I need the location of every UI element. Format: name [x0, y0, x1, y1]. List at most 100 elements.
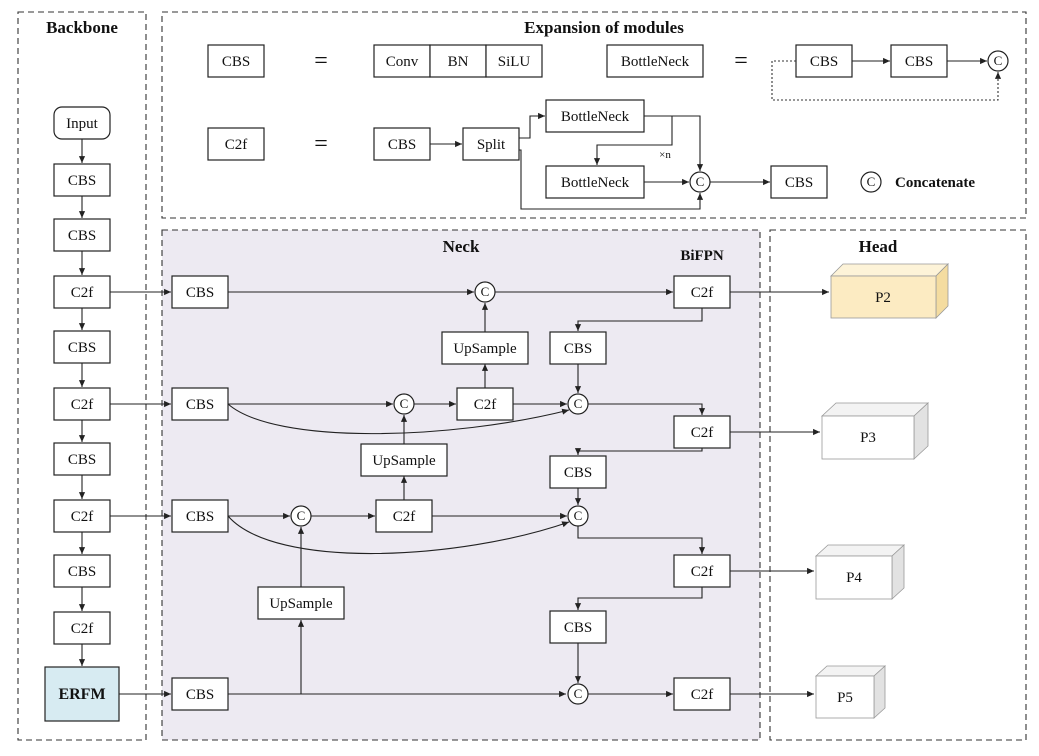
exp-bn-shortcut-dotted [771, 60, 1002, 101]
neck-concat-c5-glyph: C [574, 508, 583, 523]
bb-c2f-4-box [53, 611, 111, 645]
neck-cbs-r1-box [549, 331, 607, 365]
backbone-frame [17, 11, 147, 741]
bb-cbs-2-label: CBS [68, 228, 96, 244]
expansion-title: Expansion of modules [524, 18, 684, 37]
neck-cbs-r3-label: CBS [564, 620, 592, 636]
exp-c2f-box [207, 127, 265, 161]
legend-concat-node [860, 171, 882, 193]
exp-c2f-split-to-bn1 [519, 112, 545, 139]
exp-split-label: Split [477, 137, 506, 153]
exp-bn-box [429, 44, 487, 78]
p3-cube-top [820, 402, 930, 417]
bb-cbs-2-box [53, 218, 111, 252]
neck-cbs-r2-label: CBS [564, 465, 592, 481]
neck-cbs-r2-box [549, 455, 607, 489]
p5-label: P5 [837, 690, 853, 706]
head-output-p2: P2 [830, 263, 949, 319]
bb-c2f-1-label: C2f [71, 285, 94, 301]
bb-cbs-3-box [53, 330, 111, 364]
wire-l3-skip-to-c5 [227, 515, 570, 555]
exp-split-box [462, 127, 520, 161]
exp-c2f-out-cbs-label: CBS [785, 175, 813, 191]
exp-bottleneck-box [606, 44, 704, 78]
neck-c2f-p2-box [673, 275, 731, 309]
bb-erfm-label: ERFM [58, 686, 105, 703]
bb-input-label: Input [66, 116, 98, 132]
neck-c2f-p5-label: C2f [691, 687, 714, 703]
exp-c2f-bn1-to-concat [644, 115, 704, 171]
neck-concat-c3-glyph: C [481, 284, 490, 299]
wire-c2f-p4-down [574, 587, 703, 610]
backbone-column: Input CBS CBS C2f CBS C2f CBS C2f CBS C2… [44, 106, 120, 722]
neck-c2f-p3-box [673, 415, 731, 449]
exp-bn-cbs-2-label: CBS [905, 54, 933, 70]
neck-c2f-b-label: C2f [474, 397, 497, 413]
exp-c2f-bottleneck-1-label: BottleNeck [561, 109, 630, 125]
neck-concat-c4-glyph: C [574, 396, 583, 411]
neck-c2f-p4-label: C2f [691, 564, 714, 580]
expansion-frame [161, 11, 1027, 219]
exp-bn-concat-node [987, 50, 1009, 72]
neck-frame [161, 229, 761, 741]
head-output-p5: P5 [814, 665, 887, 719]
p2-cube-front [830, 275, 937, 319]
p4-cube-top [814, 544, 906, 557]
exp-silu-box [485, 44, 543, 78]
exp-c2f-label: C2f [225, 137, 248, 153]
neck-concat-c2-glyph: C [400, 396, 409, 411]
exp-c2f-cbs-label: CBS [388, 137, 416, 153]
neck-upsample-3-label: UpSample [453, 341, 517, 357]
legend-concat-glyph: C [867, 174, 876, 189]
p4-label: P4 [846, 570, 862, 586]
bb-cbs-1-label: CBS [68, 173, 96, 189]
bifpn-label: BiFPN [680, 248, 723, 264]
bb-cbs-1-box [53, 163, 111, 197]
bb-erfm-box [44, 666, 120, 722]
wire-l2-skip-to-c4 [227, 403, 570, 435]
p4-cube-front [815, 555, 893, 600]
exp-bn-cbs-1-label: CBS [810, 54, 838, 70]
bb-cbs-4-label: CBS [68, 452, 96, 468]
exp-equals-3: = [314, 131, 328, 157]
wire-c5-to-c2f-p4 [577, 526, 706, 554]
bb-c2f-2-box [53, 387, 111, 421]
bb-cbs-5-box [53, 554, 111, 588]
backbone-title: Backbone [46, 18, 118, 37]
p2-cube-top [830, 263, 949, 277]
exp-equals-1: = [314, 48, 328, 74]
bb-cbs-3-label: CBS [68, 340, 96, 356]
exp-equals-2: = [734, 48, 748, 74]
neck-c2f-p3-label: C2f [691, 425, 714, 441]
neck-cbs-l2-label: CBS [186, 397, 214, 413]
neck-cbs-l4-label: CBS [186, 687, 214, 703]
neck-upsample-1-label: UpSample [269, 596, 333, 612]
expansion-cbs-row: CBS = Conv BN SiLU [207, 44, 543, 78]
p3-label: P3 [860, 430, 876, 446]
neck-cbs-r1-label: CBS [564, 341, 592, 357]
wire-c2f-p3-down [574, 448, 703, 455]
neck-upsample-2-label: UpSample [372, 453, 436, 469]
exp-c2f-out-cbs-box [770, 165, 828, 199]
exp-c2f-bottleneck-2-label: BottleNeck [561, 175, 630, 191]
neck-cbs-l1-label: CBS [186, 285, 214, 301]
neck-cbs-l3-label: CBS [186, 509, 214, 525]
exp-bn-cbs-1-box [795, 44, 853, 78]
bb-cbs-4-box [53, 442, 111, 476]
bb-c2f-3-label: C2f [71, 509, 94, 525]
head-title: Head [859, 237, 898, 256]
neck-concat-c1-glyph: C [297, 508, 306, 523]
neck-c2f-a-label: C2f [393, 509, 416, 525]
exp-bn-label: BN [448, 54, 469, 70]
exp-conv-box [373, 44, 431, 78]
neck-title: Neck [443, 237, 480, 256]
neck-c2f-a-box [375, 499, 433, 533]
neck-region-background [162, 230, 760, 740]
p2-label: P2 [875, 290, 891, 306]
exp-c2f-bottleneck-2-box [545, 165, 645, 199]
head-frame [769, 229, 1027, 741]
neck-c2f-p5-box [673, 677, 731, 711]
exp-c2f-split-bypass [519, 149, 704, 210]
neck-concat-c6-glyph: C [574, 686, 583, 701]
bb-c2f-3-box [53, 499, 111, 533]
